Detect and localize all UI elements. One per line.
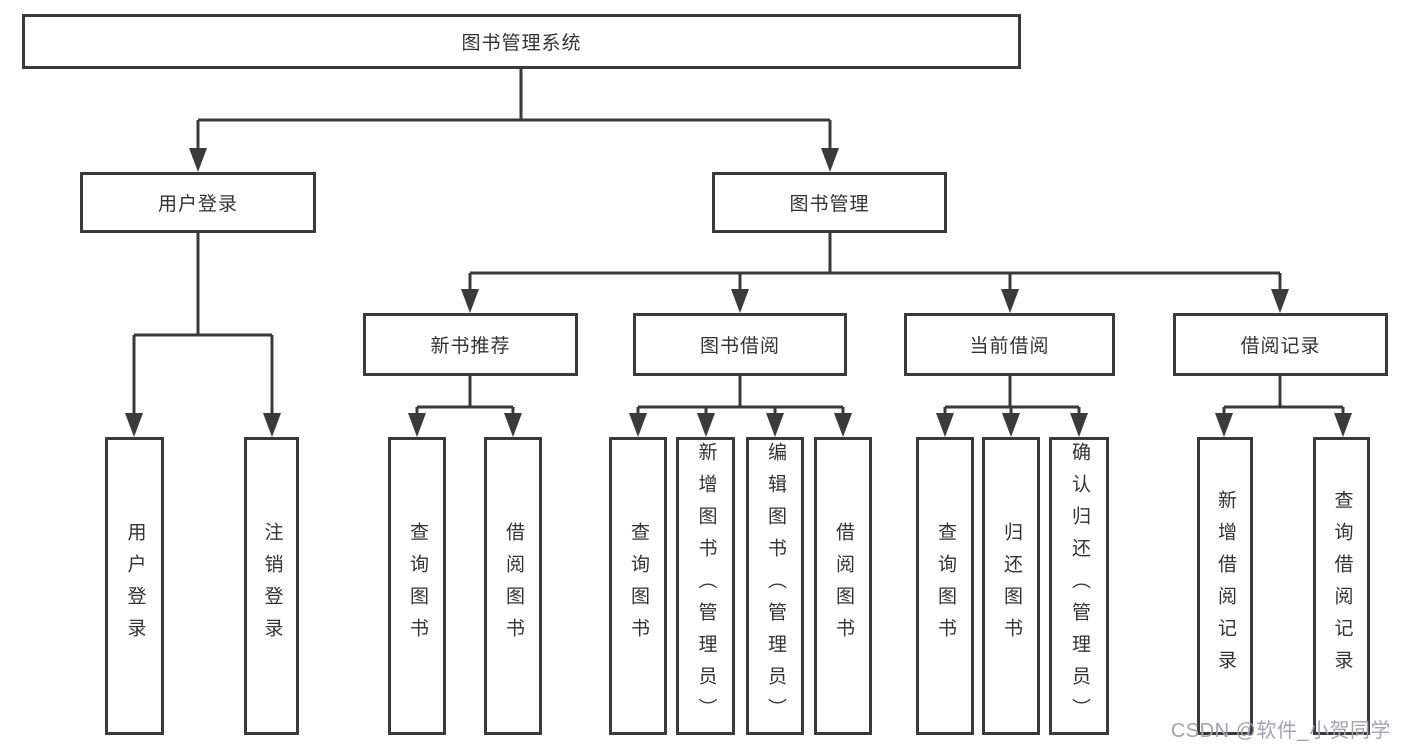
node-book-borrowing: 图书借阅 bbox=[633, 313, 847, 376]
leaf-borrow-book: 借阅图书 bbox=[814, 437, 872, 735]
node-current-borrowing: 当前借阅 bbox=[904, 313, 1115, 376]
leaf-borrow-book-recommend: 借阅图书 bbox=[484, 437, 542, 735]
node-library-management-system: 图书管理系统 bbox=[22, 14, 1021, 69]
leaf-user-login: 用户登录 bbox=[105, 437, 164, 735]
leaf-query-book-current: 查询图书 bbox=[916, 437, 974, 735]
node-borrowing-records: 借阅记录 bbox=[1173, 313, 1388, 376]
leaf-return-book: 归还图书 bbox=[982, 437, 1040, 735]
leaf-logout: 注销登录 bbox=[244, 437, 299, 735]
arrowheads bbox=[125, 148, 1352, 437]
leaf-add-book-admin: 新增图书（管理员） bbox=[676, 437, 735, 735]
leaf-confirm-return-admin: 确认归还（管理员） bbox=[1049, 437, 1109, 735]
leaf-query-borrow-record: 查询借阅记录 bbox=[1313, 437, 1370, 735]
leaf-edit-book-admin: 编辑图书（管理员） bbox=[746, 437, 804, 735]
node-book-management: 图书管理 bbox=[712, 172, 947, 233]
leaf-add-borrow-record: 新增借阅记录 bbox=[1197, 437, 1253, 735]
leaf-query-book-recommend: 查询图书 bbox=[388, 437, 446, 735]
leaf-query-book-borrowing: 查询图书 bbox=[609, 437, 667, 735]
csdn-watermark: CSDN @软件_小贺同学 bbox=[1170, 720, 1391, 742]
node-new-book-recommend: 新书推荐 bbox=[363, 313, 578, 376]
node-user-login: 用户登录 bbox=[80, 172, 316, 233]
